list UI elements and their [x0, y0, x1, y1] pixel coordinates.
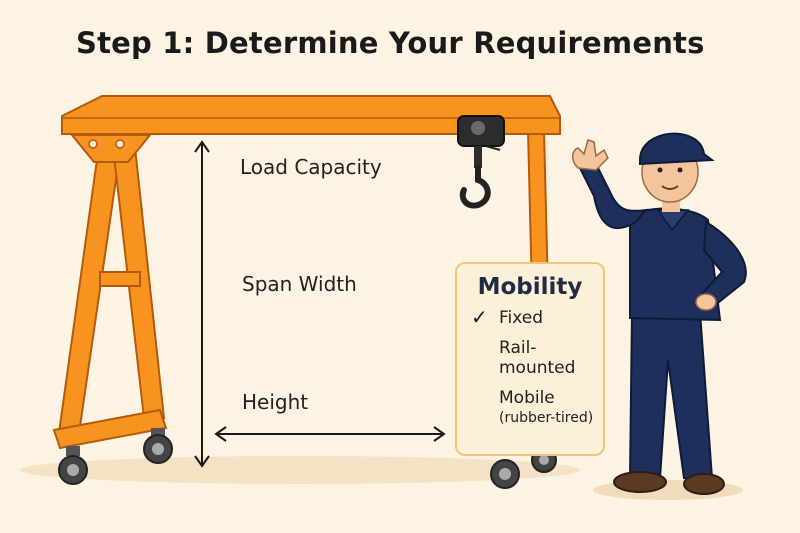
worker-illustration	[572, 132, 747, 495]
crane-left-frame	[52, 134, 168, 450]
mobility-option-mobile: Mobile (rubber-tired)	[457, 388, 603, 428]
mobility-option-label-line1: Rail-	[499, 338, 537, 358]
mobility-option-label: Mobile	[499, 388, 555, 408]
mobility-title: Mobility	[477, 274, 583, 300]
hook-icon	[457, 115, 505, 209]
height-arrow	[194, 140, 210, 468]
mobility-option-label-line2: mounted	[499, 358, 576, 378]
check-icon: ✓	[471, 305, 488, 329]
mobility-option-sublabel: (rubber-tired)	[499, 410, 594, 426]
height-label: Height	[242, 390, 309, 414]
span-width-label: Span Width	[242, 272, 357, 296]
mobility-option-label: Fixed	[499, 308, 544, 328]
mobility-panel: Mobility ✓ Fixed Rail- mounted Mobile (r…	[455, 262, 605, 456]
load-capacity-label: Load Capacity	[240, 155, 382, 179]
page-title: Step 1: Determine Your Requirements	[76, 26, 705, 60]
mobility-option-rail-mounted: Rail- mounted	[457, 338, 603, 378]
mobility-option-fixed: ✓ Fixed	[457, 305, 603, 329]
span-arrow	[214, 426, 446, 442]
